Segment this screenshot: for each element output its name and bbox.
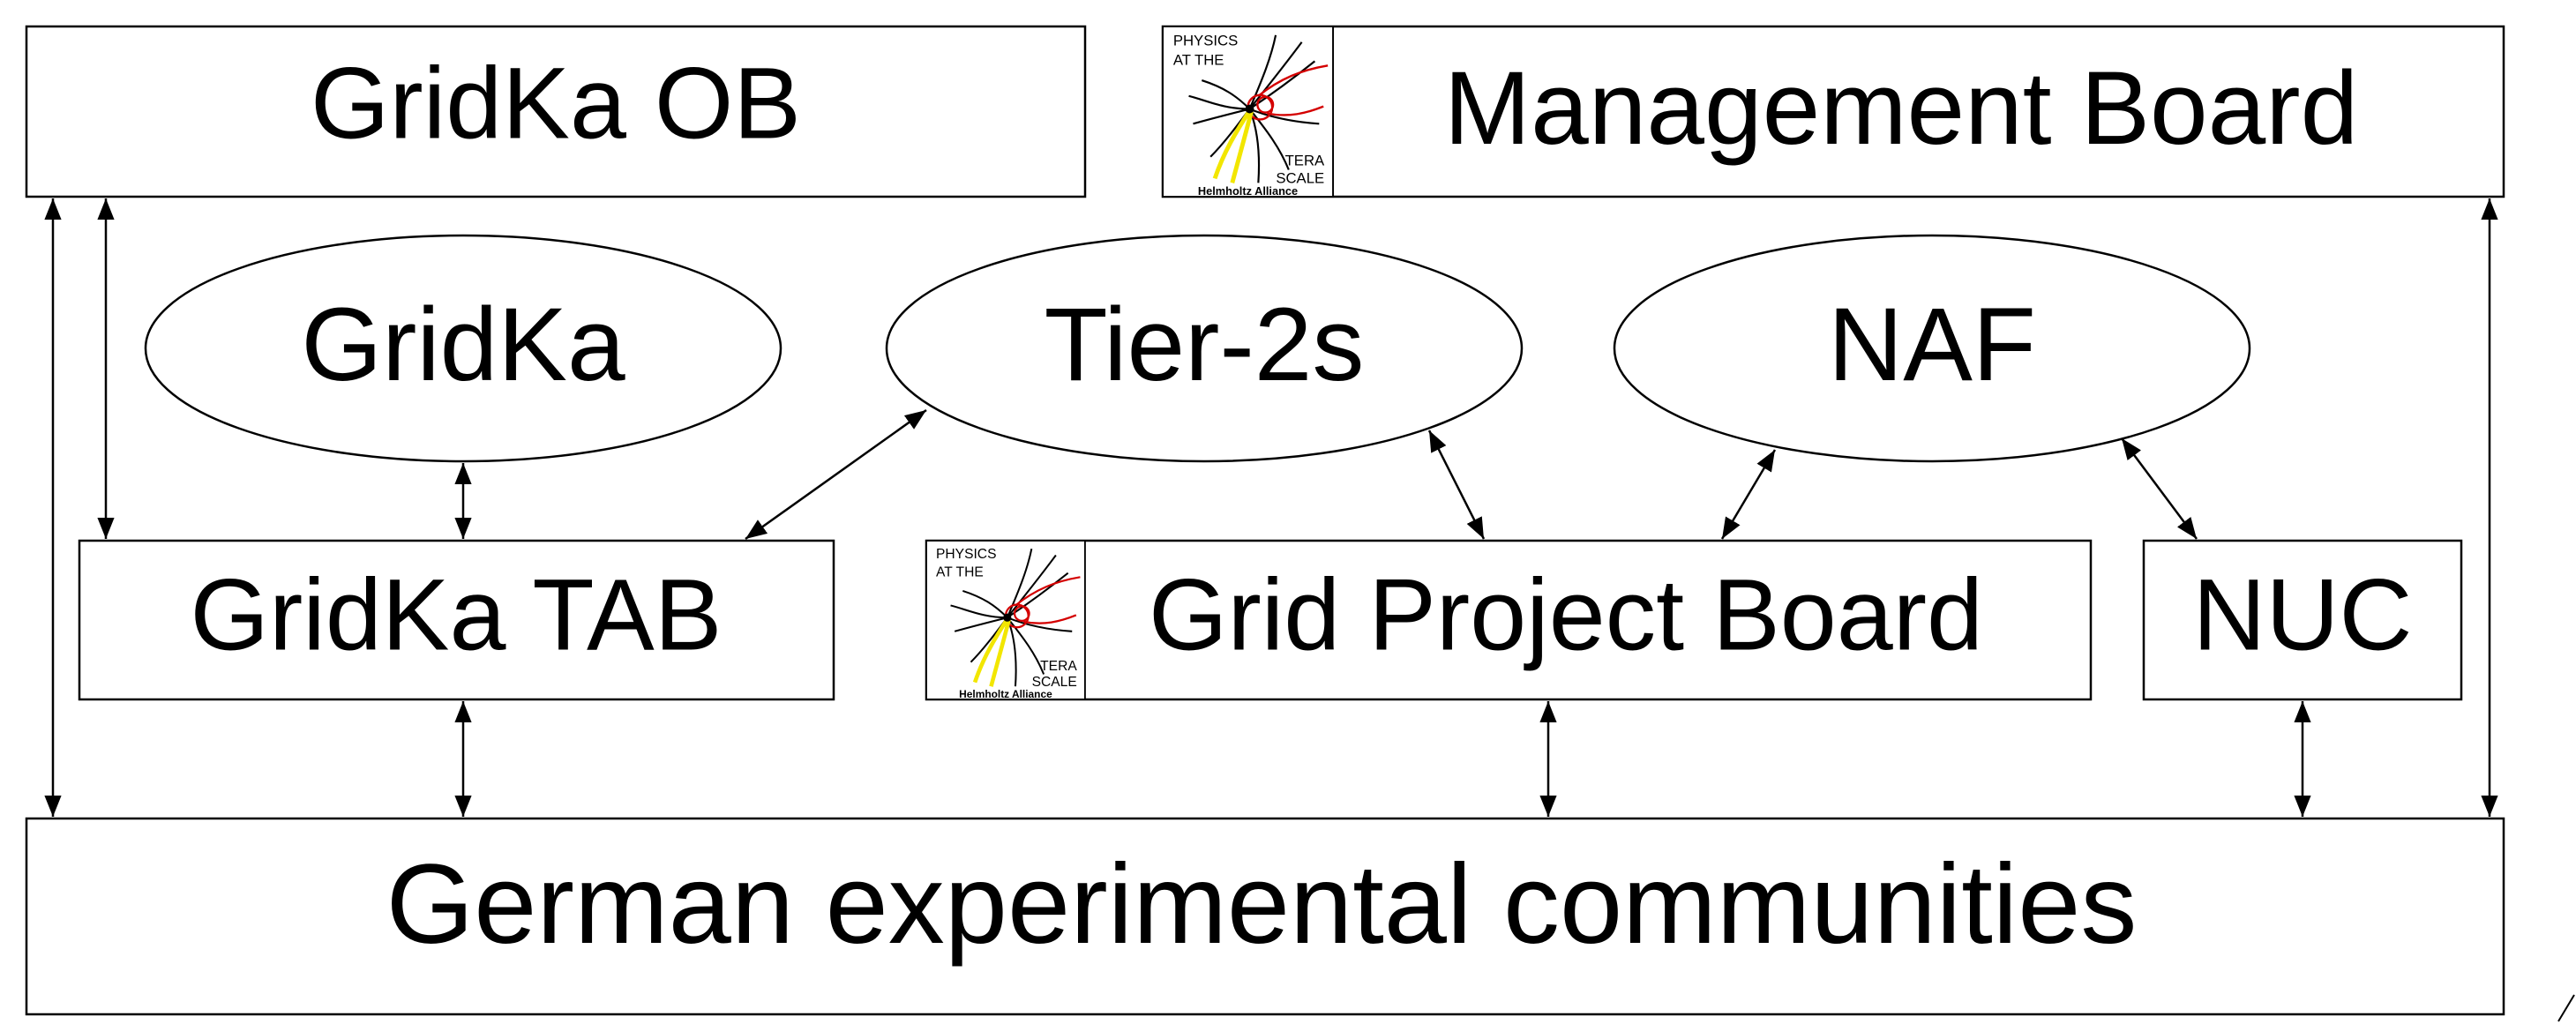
svg-text:AT THE: AT THE — [1173, 51, 1224, 68]
tier2s-label: Tier-2s — [1045, 287, 1365, 403]
terascale-logo-middle: PHYSICS AT THE TERA SCALE Helmholtz Alli… — [926, 541, 1085, 700]
gridka-tab-box: GridKa TAB — [78, 539, 835, 701]
tier2s-ellipse: Tier-2s — [885, 234, 1524, 463]
svg-text:PHYSICS: PHYSICS — [1173, 33, 1238, 49]
svg-text:AT THE: AT THE — [936, 564, 984, 579]
arrow-naf-gpb — [1720, 449, 1777, 540]
german-communities-label: German experimental communities — [386, 841, 2138, 968]
naf-label: NAF — [1828, 287, 2036, 403]
gridka-ellipse: GridKa — [144, 234, 783, 463]
german-communities-box: German experimental communities — [25, 817, 2505, 1016]
management-board-label: Management Board — [1444, 50, 2358, 167]
gridka-ob-box: GridKa OB — [25, 25, 1087, 198]
gridka-label: GridKa — [301, 287, 625, 403]
svg-text:PHYSICS: PHYSICS — [936, 547, 996, 562]
gridka-tab-label: GridKa TAB — [191, 558, 723, 671]
corner-mark — [2557, 994, 2575, 1022]
gridka-ob-label: GridKa OB — [311, 47, 801, 160]
nuc-box: NUC — [2142, 539, 2463, 701]
management-board-box: Management Board — [1161, 25, 2505, 198]
terascale-logo-top: PHYSICS AT THE TERA SCALE Helmholtz Alli… — [1163, 26, 1333, 198]
svg-text:TERA: TERA — [1040, 659, 1077, 674]
grid-project-board-label: Grid Project Board — [1149, 558, 1983, 671]
svg-text:TERA: TERA — [1285, 153, 1325, 169]
nuc-label: NUC — [2192, 558, 2412, 671]
svg-text:Helmholtz Alliance: Helmholtz Alliance — [959, 688, 1052, 700]
grid-project-board-box: Grid Project Board — [925, 539, 2093, 701]
svg-text:Helmholtz Alliance: Helmholtz Alliance — [1198, 184, 1298, 198]
svg-text:SCALE: SCALE — [1032, 675, 1077, 690]
naf-ellipse: NAF — [1613, 234, 2251, 463]
svg-text:SCALE: SCALE — [1276, 169, 1324, 186]
arrow-tier2s-tab — [745, 408, 927, 541]
arrow-naf-nuc — [2120, 437, 2198, 540]
arrow-tier2s-gpb — [1427, 430, 1486, 540]
